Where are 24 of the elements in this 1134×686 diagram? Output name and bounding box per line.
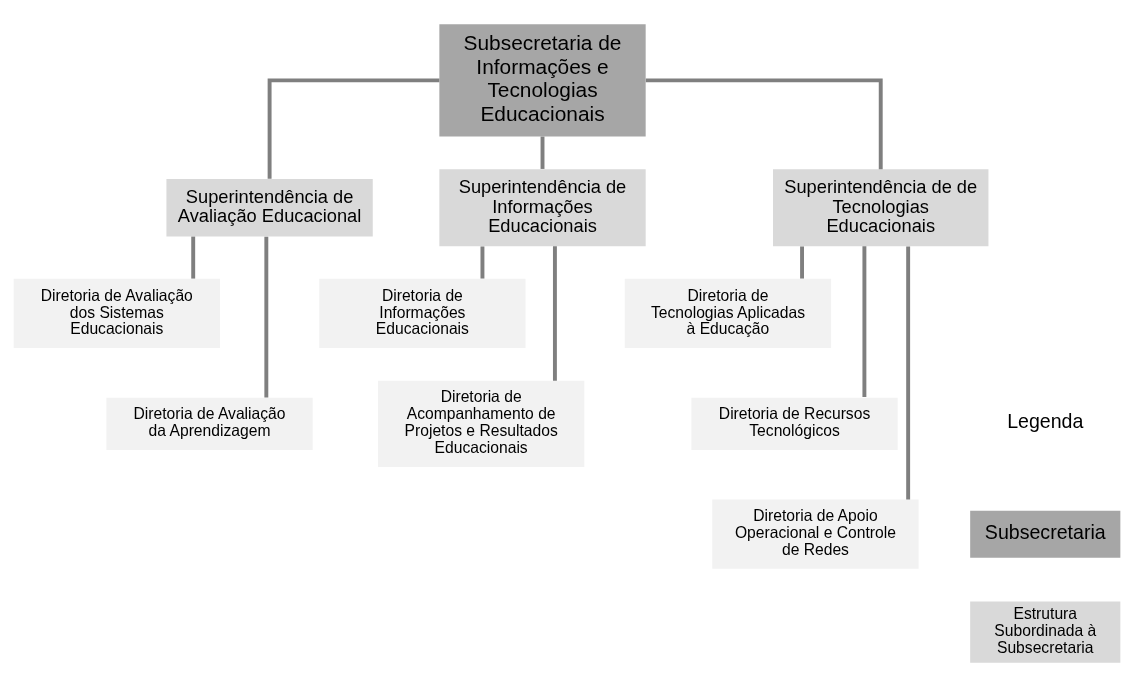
legend-label: Estrutura Subordinada à Subsecretaria <box>994 604 1097 656</box>
node-box: Diretoria de Recursos Tecnológicos <box>691 397 898 450</box>
connector <box>552 245 557 381</box>
legend-label: Subsecretaria <box>984 520 1106 543</box>
label: Legenda <box>1007 409 1084 432</box>
node-box: Diretoria de Apoio Operacional e Controle de Redes <box>712 499 919 569</box>
connector <box>645 77 883 169</box>
node-box: Superintendência de Avaliação Educacional <box>166 178 373 236</box>
node-box: Subsecretaria de Informações e Tecnologias Educacionais <box>439 23 646 137</box>
node-box: Diretoria de Avaliação da Aprendizagem <box>106 397 313 450</box>
node-box: Superintendência de de Tecnologias Educacionais <box>773 168 989 246</box>
connector <box>906 245 911 499</box>
node-box: Diretoria de Tecnologias Aplicadas à Educação <box>624 278 832 348</box>
connector <box>264 236 269 397</box>
connector <box>191 236 196 279</box>
node-box: Diretoria de Avaliação dos Sistemas Educacionais <box>13 278 220 348</box>
connector <box>267 77 440 179</box>
connector <box>862 245 867 397</box>
connector <box>480 246 485 279</box>
node-box: Diretoria de Acompanhamento de Projetos e Resultados Educacionais <box>378 380 585 467</box>
connector <box>540 136 545 169</box>
connector <box>800 246 804 279</box>
node-box: Superintendência de Informações Educacionais <box>439 168 646 246</box>
node-box: Diretoria de Informações Educacionais <box>319 278 526 348</box>
